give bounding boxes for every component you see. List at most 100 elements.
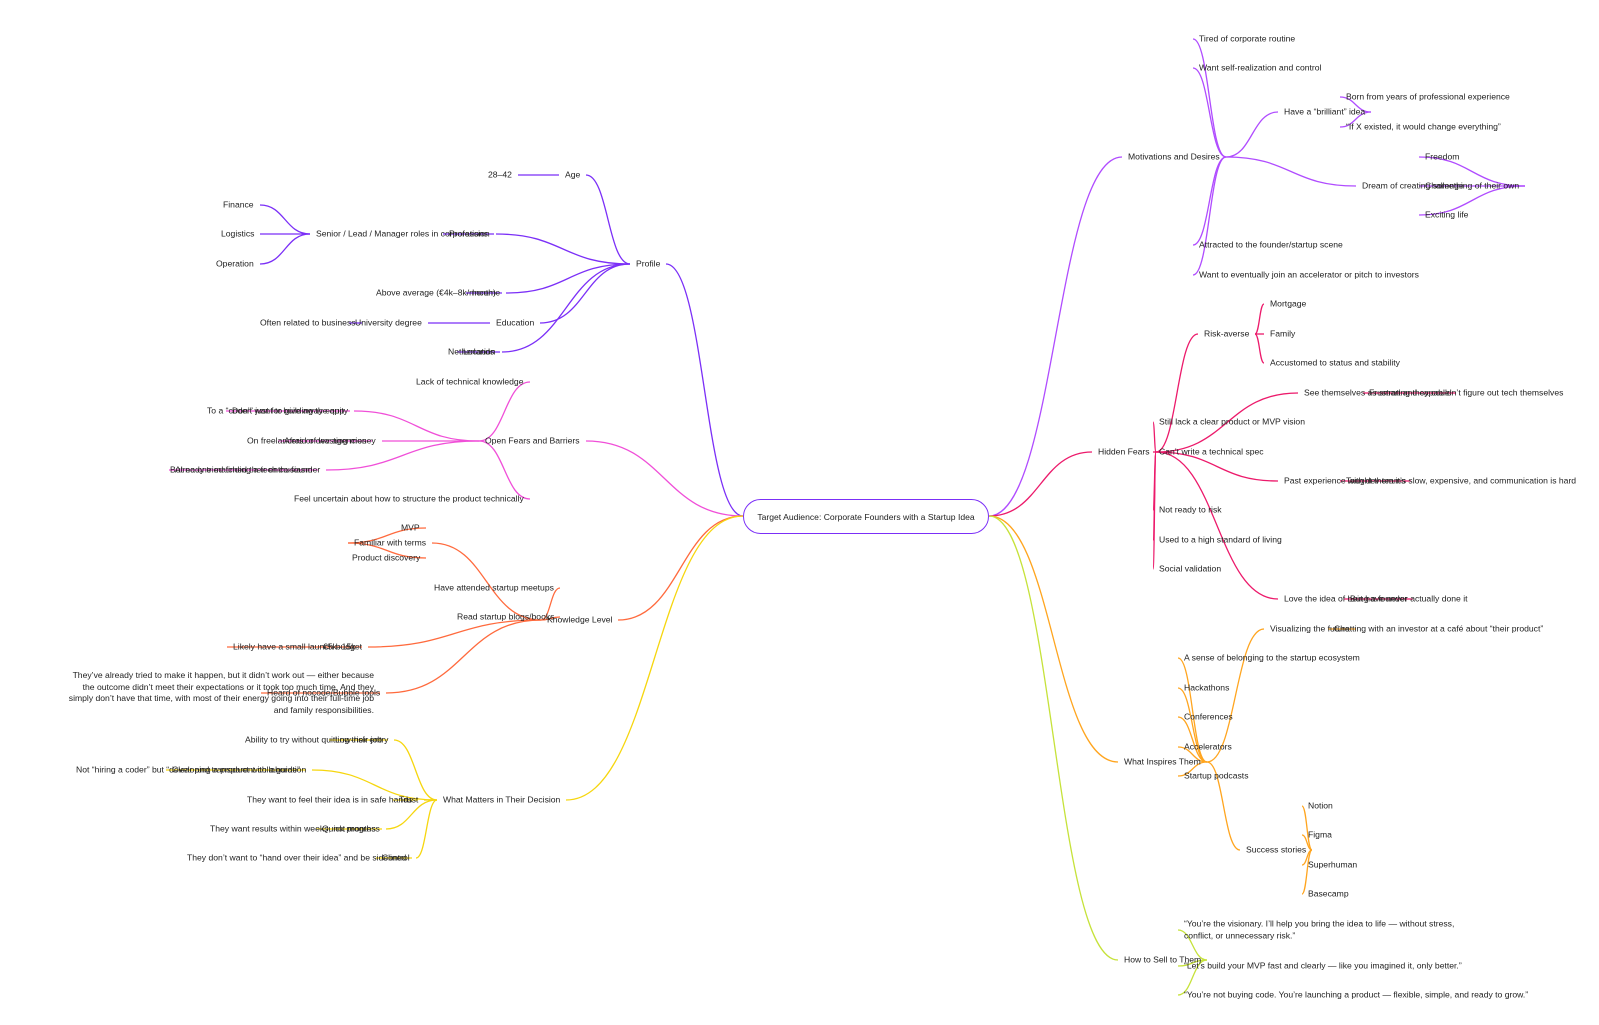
node-family[interactable]: Family	[1270, 328, 1296, 339]
node-startup-podcasts[interactable]: Startup podcasts	[1184, 770, 1249, 781]
node-notion[interactable]: Notion	[1308, 800, 1333, 811]
node-frustrating-they-couldn-t-figure-out-tec[interactable]: Frustrating they couldn’t figure out tec…	[1369, 387, 1564, 398]
node-let-s-build-your-mvp-fast-and-clearly-li[interactable]: “Let’s build your MVP fast and clearly —…	[1184, 960, 1462, 971]
node-income[interactable]: Income	[472, 287, 501, 298]
node-freedom[interactable]: Freedom	[1425, 151, 1460, 162]
node-have-attended-startup-meetups[interactable]: Have attended startup meetups	[434, 582, 554, 593]
node-ability-to-try-without-quitting-their-jo[interactable]: Ability to try without quitting their jo…	[245, 734, 383, 745]
node-logistics[interactable]: Logistics	[221, 228, 255, 239]
connector-notion	[1301, 805, 1313, 851]
node-likely-have-a-small-launch-budget[interactable]: Likely have a small launch budget	[233, 641, 362, 652]
node-conferences[interactable]: Conferences	[1184, 711, 1233, 722]
node-accelerators[interactable]: Accelerators	[1184, 741, 1232, 752]
node-often-related-to-business[interactable]: Often related to business	[260, 317, 356, 328]
connector-basecamp	[1301, 849, 1313, 895]
node-they-don-t-want-to-hand-over-their-idea-[interactable]: They don’t want to “hand over their idea…	[187, 852, 407, 863]
node-used-to-a-high-standard-of-living[interactable]: Used to a high standard of living	[1159, 534, 1282, 545]
node-heard-of-nocode-bubble-tools[interactable]: Heard of nocode/Bubble tools	[267, 687, 381, 698]
node-you-re-the-visionary-i-ll-help-you-bring[interactable]: “You’re the visionary. I’ll help you bri…	[1184, 918, 1455, 941]
central-topic-node[interactable]: Target Audience: Corporate Founders with…	[743, 499, 989, 534]
node-can-t-write-a-technical-spec[interactable]: Can’t write a technical spec	[1159, 446, 1264, 457]
node-lack-of-technical-knowledge[interactable]: Lack of technical knowledge	[416, 376, 524, 387]
connector-branch-knowledge-level	[617, 515, 744, 621]
node-love-the-idea-of-being-a-founder[interactable]: Love the idea of being a founder	[1284, 593, 1408, 604]
node-not-hiring-a-coder-but-developing-a-prod[interactable]: Not “hiring a coder” but “developing a p…	[76, 764, 301, 775]
node-finance[interactable]: Finance	[223, 199, 254, 210]
node-control[interactable]: Control	[382, 852, 410, 863]
node-mvp[interactable]: MVP	[401, 522, 420, 533]
node-on-freelancers-or-dev-agencies[interactable]: On freelancers or dev agencies	[247, 435, 367, 446]
node-if-x-existed-it-would-change-everything[interactable]: “If X existed, it would change everythin…	[1346, 121, 1501, 132]
node-above-average-4k-8k-month[interactable]: Above average (€4k–8k/month)	[376, 287, 496, 298]
node-dream-of-creating-something-of-their-own[interactable]: Dream of creating something of their own	[1362, 180, 1520, 191]
node-university-degree[interactable]: University degree	[355, 317, 422, 328]
node-familiar-with-terms[interactable]: Familiar with terms	[354, 537, 427, 548]
node-not-ready-to-risk[interactable]: Not ready to risk	[1159, 504, 1222, 515]
connector-hackathons	[1177, 687, 1208, 763]
node-success-stories[interactable]: Success stories	[1246, 844, 1307, 855]
node-still-lack-a-clear-product-or-mvp-vision[interactable]: Still lack a clear product or MVP vision	[1159, 416, 1305, 427]
node-28-42[interactable]: 28–42	[488, 169, 512, 180]
node-challenge[interactable]: Challenge	[1425, 180, 1464, 191]
connector-branch-how-to-sell-to-them	[988, 515, 1119, 961]
node-hackathons[interactable]: Hackathons	[1184, 682, 1230, 693]
node-but-no-one-matched-their-enthusiasm[interactable]: But no one matched their enthusiasm	[170, 464, 313, 475]
node-trust[interactable]: Trust	[399, 794, 419, 805]
node-a-sense-of-belonging-to-the-startup-ecos[interactable]: A sense of belonging to the startup ecos…	[1184, 652, 1360, 663]
node-5k-15k[interactable]: €5k–15k	[323, 641, 356, 652]
branch-hidden-fears[interactable]: Hidden Fears	[1098, 446, 1150, 457]
branch-profile[interactable]: Profile	[636, 258, 661, 269]
node-to-a-coder-just-for-building-the-app[interactable]: To a “coder” just for building the app	[207, 405, 345, 416]
node-operation[interactable]: Operation	[216, 258, 254, 269]
node-profession[interactable]: Profession	[449, 228, 490, 239]
node-don-t-want-to-give-away-equity[interactable]: Don’t want to give away equity	[232, 405, 349, 416]
branch-what-inspires-them[interactable]: What Inspires Them	[1124, 756, 1201, 767]
node-mortgage[interactable]: Mortgage	[1270, 298, 1307, 309]
node-read-startup-blogs-books[interactable]: Read startup blogs/books	[457, 611, 555, 622]
node-visualizing-the-future[interactable]: Visualizing the future	[1270, 623, 1350, 634]
node-already-tried-finding-a-tech-co-founder[interactable]: Already tried finding a tech co-founder	[175, 464, 321, 475]
node-education[interactable]: Education	[496, 317, 535, 328]
node-senior-lead-manager-roles-in-corporation[interactable]: Senior / Lead / Manager roles in corpora…	[316, 228, 488, 239]
node-chatting-with-an-investor-at-a-caf-about[interactable]: Chatting with an investor at a café abou…	[1334, 623, 1544, 634]
node-want-to-eventually-join-an-accelerator-o[interactable]: Want to eventually join an accelerator o…	[1199, 269, 1419, 280]
node-they-want-to-feel-their-idea-is-in-safe-[interactable]: They want to feel their idea is in safe …	[247, 794, 413, 805]
node-want-self-realization-and-control[interactable]: Want self-realization and control	[1199, 62, 1322, 73]
node-exciting-life[interactable]: Exciting life	[1425, 209, 1469, 220]
node-attracted-to-the-founder-startup-scene[interactable]: Attracted to the founder/startup scene	[1199, 239, 1343, 250]
node-accustomed-to-status-and-stability[interactable]: Accustomed to status and stability	[1270, 357, 1400, 368]
node-you-re-not-buying-code-you-re-launching-[interactable]: “You’re not buying code. You’re launchin…	[1184, 989, 1529, 1000]
connector-likely-have-a-small-launch-budget	[367, 619, 542, 648]
node-feel-uncertain-about-how-to-structure-th[interactable]: Feel uncertain about how to structure th…	[294, 493, 524, 504]
node-basecamp[interactable]: Basecamp	[1308, 888, 1349, 899]
connector-success-stories	[1206, 761, 1241, 851]
node-social-validation[interactable]: Social validation	[1159, 563, 1222, 574]
node-netherlands[interactable]: Netherlands	[448, 346, 495, 357]
node-clear-and-transparent-collaboration[interactable]: Clear and transparent collaboration	[172, 764, 307, 775]
branch-what-matters-in-their-decision[interactable]: What Matters in Their Decision	[443, 794, 561, 805]
node-location[interactable]: Location	[463, 346, 496, 357]
node-born-from-years-of-professional-experien[interactable]: Born from years of professional experien…	[1346, 91, 1510, 102]
node-but-have-never-actually-done-it[interactable]: But have never actually done it	[1350, 593, 1468, 604]
node-see-themselves-as-smart-and-capable[interactable]: See themselves as smart and capable	[1304, 387, 1450, 398]
node-superhuman[interactable]: Superhuman	[1308, 859, 1358, 870]
node-taught-them-it-s-slow-expensive-and-comm[interactable]: Taught them it’s slow, expensive, and co…	[1346, 475, 1577, 486]
node-age[interactable]: Age	[565, 169, 581, 180]
node-risk-averse[interactable]: Risk-averse	[1204, 328, 1250, 339]
branch-knowledge-level[interactable]: Knowledge Level	[547, 614, 613, 625]
node-quick-progress[interactable]: Quick progress	[322, 823, 380, 834]
node-afraid-of-wasting-money[interactable]: Afraid of wasting money	[284, 435, 376, 446]
node-have-a-brilliant-idea[interactable]: Have a “brilliant” idea	[1284, 106, 1366, 117]
node-they-ve-already-tried-to-make-it-happen-[interactable]: They’ve already tried to make it happen,…	[68, 670, 374, 715]
node-figma[interactable]: Figma	[1308, 829, 1332, 840]
connector-don-t-want-to-give-away-equity	[353, 410, 480, 442]
node-past-experience-with-dev-teams[interactable]: Past experience with dev teams	[1284, 475, 1406, 486]
node-they-want-results-within-weeks-not-month[interactable]: They want results within weeks, not mont…	[210, 823, 376, 834]
branch-open-fears-and-barriers[interactable]: Open Fears and Barriers	[485, 435, 580, 446]
branch-motivations-and-desires[interactable]: Motivations and Desires	[1128, 151, 1220, 162]
node-tired-of-corporate-routine[interactable]: Tired of corporate routine	[1199, 33, 1296, 44]
branch-how-to-sell-to-them[interactable]: How to Sell to Them	[1124, 954, 1202, 965]
node-product-discovery[interactable]: Product discovery	[352, 552, 421, 563]
node-low-risk-entry[interactable]: Low-risk entry	[335, 734, 389, 745]
